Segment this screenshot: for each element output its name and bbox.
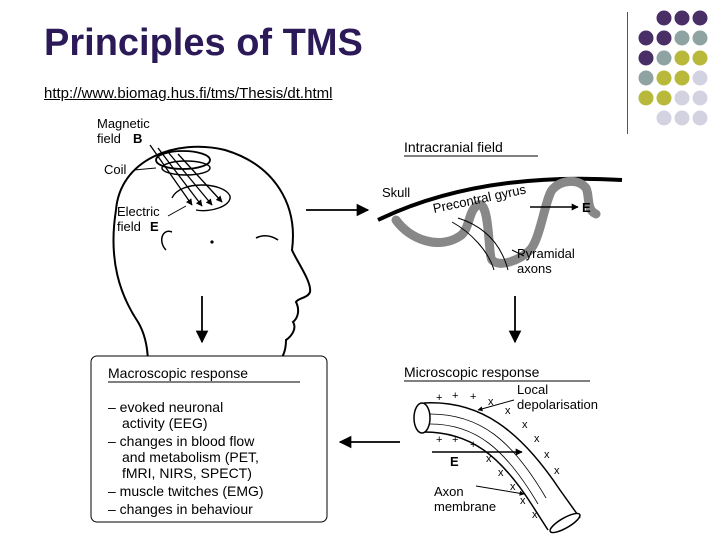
svg-text:+: + [470,439,476,451]
svg-text:x: x [510,481,516,493]
electric-label-2: field [117,219,141,234]
decorative-dot [656,110,672,126]
intracranial-heading: Intracranial field [404,139,503,155]
svg-text:+: + [452,390,458,402]
decorative-dot [638,30,654,46]
membrane-charges: +++ xxx xxx +++ xxx xx [436,390,560,521]
pyramidal-label-2: axons [517,261,552,276]
coil-shape-inner [161,160,211,176]
axon-label-1: Axon [434,484,464,499]
magnetic-label-1: Magnetic [97,116,150,131]
decorative-dot-grid [638,10,708,126]
svg-text:+: + [470,391,476,403]
magnetic-label-2: field [97,131,121,146]
axon-cut-end [413,402,431,434]
axon-far-end [549,512,581,534]
coil-shape [155,150,211,170]
svg-text:+: + [436,434,442,446]
gyrus-fold [391,177,601,268]
decorative-dot [692,110,708,126]
decorative-dot [674,50,690,66]
decorative-dot [692,10,708,26]
local-label-1: Local [517,382,548,397]
electric-pointer [167,205,187,217]
electric-label-1: Electric [117,204,160,219]
axon-tube [423,402,581,531]
header-divider [627,12,628,134]
decorative-dot [674,70,690,86]
ear [161,230,173,251]
macroscopic-item: fMRI, NIRS, SPECT) [122,465,252,481]
decorative-dot [692,50,708,66]
source-link[interactable]: http://www.biomag.hus.fi/tms/Thesis/dt.h… [44,85,333,102]
svg-text:x: x [544,449,550,461]
decorative-dot [692,30,708,46]
decorative-dot [638,70,654,86]
decorative-dot [656,90,672,106]
tms-diagram: Magnetic field B Coil Electric field E I… [90,116,623,534]
gyrus-inner-line [457,217,509,271]
depolarisation-pointer [477,399,515,412]
decorative-dot [656,50,672,66]
microscopic-e-label: E [450,454,459,469]
decorative-dot [656,30,672,46]
svg-text:x: x [522,419,528,431]
electric-symbol: E [150,219,159,234]
macroscopic-item: – evoked neuronal [108,399,223,415]
decorative-dot [692,90,708,106]
pyramidal-pointer [511,249,525,257]
svg-text:+: + [436,392,442,404]
intracranial-panel: Intracranial field Skull Precontral gyru… [377,139,623,276]
svg-text:x: x [486,453,492,465]
intracranial-e-label: E [582,200,591,215]
macroscopic-item: – changes in behaviour [108,501,253,517]
microscopic-panel: Microscopic response +++ xxx xxx +++ xxx… [404,364,598,534]
svg-text:x: x [505,405,511,417]
pyramidal-label-1: Pyramidal [517,246,575,261]
macroscopic-item: – muscle twitches (EMG) [108,483,264,499]
decorative-dot [674,10,690,26]
decorative-dot [674,30,690,46]
svg-text:+: + [452,434,458,446]
electric-field-loop [171,184,231,212]
eye [255,235,279,241]
macroscopic-panel: Macroscopic response – evoked neuronal a… [90,355,328,523]
svg-text:x: x [520,495,526,507]
svg-text:x: x [532,509,538,521]
local-label-2: depolarisation [517,397,598,412]
decorative-dot [638,90,654,106]
slide-title: Principles of TMS [44,22,363,64]
skull-label: Skull [382,185,410,200]
gyrus-inner-line-2 [451,221,495,271]
svg-text:x: x [488,396,494,408]
axon-label-2: membrane [434,499,496,514]
membrane-pointer [475,485,525,496]
svg-text:x: x [554,465,560,477]
coil-label: Coil [104,162,127,177]
decorative-dot [674,110,690,126]
macroscopic-box [90,355,328,523]
magnetic-symbol: B [133,131,142,146]
decorative-dot [674,90,690,106]
svg-text:x: x [534,433,540,445]
macroscopic-item: – changes in blood flow [108,433,255,449]
macroscopic-item: and metabolism (PET, [122,449,259,465]
decorative-dot [692,70,708,86]
axon-inner-path [429,413,547,505]
decorative-dot [656,70,672,86]
microscopic-heading: Microscopic response [404,364,540,380]
macroscopic-item: activity (EEG) [122,415,208,431]
coil-pointer [133,167,157,171]
ear-dot [210,240,214,244]
svg-text:x: x [498,467,504,479]
decorative-dot [656,10,672,26]
macroscopic-heading: Macroscopic response [108,365,248,381]
magnetic-field-arrows [149,144,223,207]
skull-layer [377,176,623,222]
decorative-dot [638,50,654,66]
